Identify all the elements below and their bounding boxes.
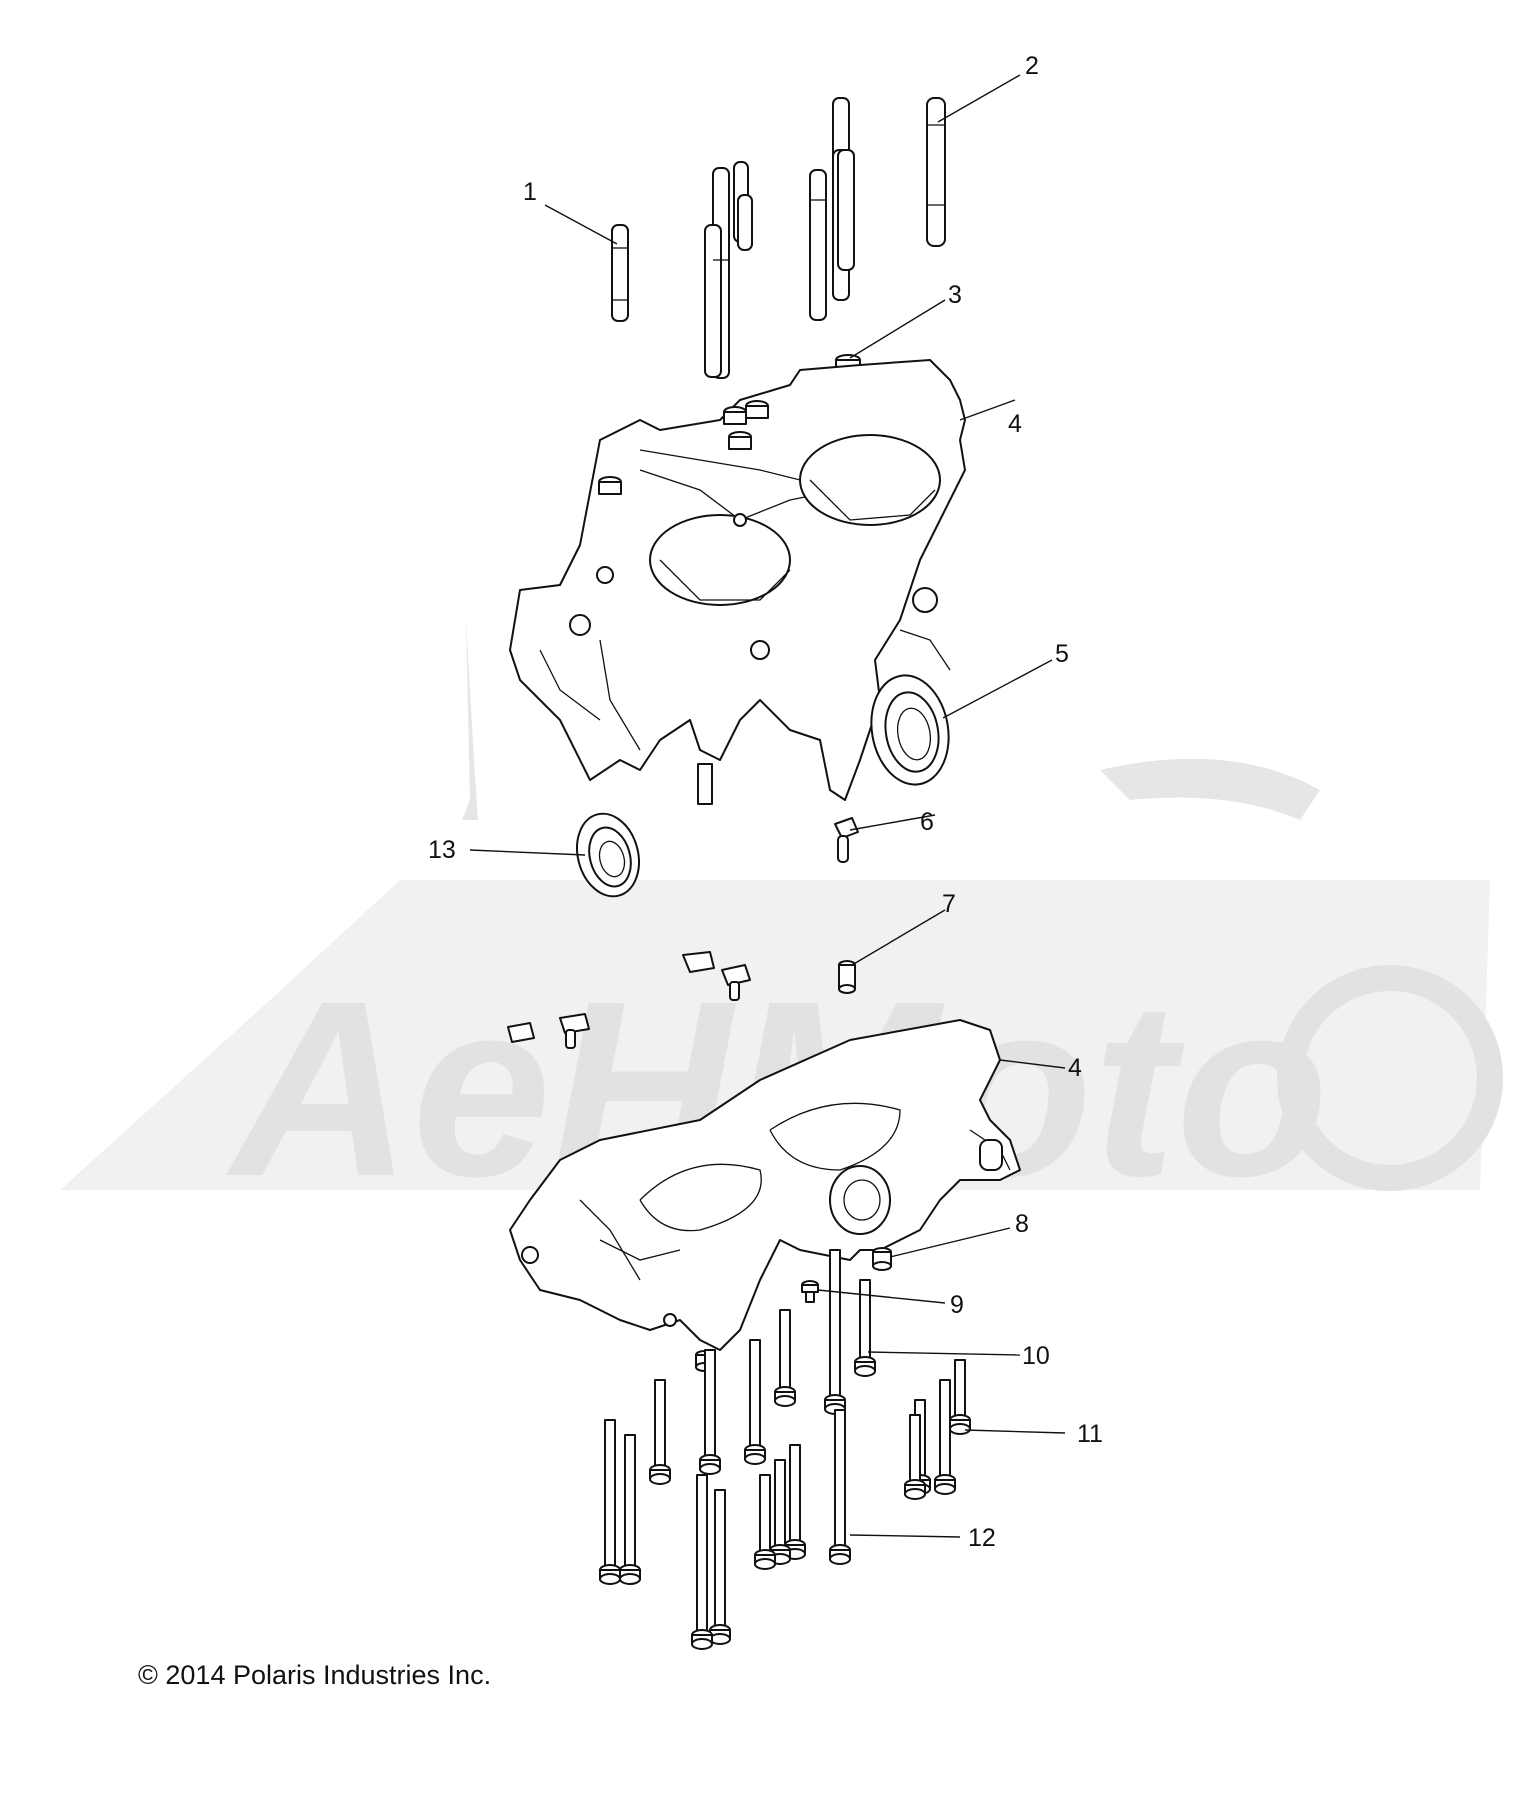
upper-crankcase[interactable] xyxy=(509,359,966,805)
seal-5[interactable] xyxy=(863,669,957,791)
label-2: 2 xyxy=(1025,52,1039,80)
label-5: 5 xyxy=(1055,640,1069,668)
copyright-notice: © 2014 Polaris Industries Inc. xyxy=(138,1660,492,1690)
label-6: 6 xyxy=(920,808,934,836)
label-8: 8 xyxy=(1015,1210,1029,1238)
label-4-upper: 4 xyxy=(1008,410,1022,438)
lower-crankcase[interactable] xyxy=(509,1019,1021,1351)
dowel-8[interactable] xyxy=(872,1247,892,1271)
label-4-lower: 4 xyxy=(1068,1054,1082,1082)
label-1: 1 xyxy=(523,178,537,206)
screw-9[interactable] xyxy=(801,1280,819,1303)
stud-group xyxy=(611,97,946,381)
dowel-7[interactable] xyxy=(838,960,856,994)
label-12: 12 xyxy=(968,1524,996,1552)
bolt-group[interactable] xyxy=(599,1249,971,1650)
fitting-group[interactable] xyxy=(507,951,751,1049)
callout-labels: 1 2 3 4 5 6 7 13 4 8 9 10 11 12 xyxy=(428,52,1103,1552)
label-9: 9 xyxy=(950,1291,964,1319)
stud-1[interactable] xyxy=(611,224,629,322)
label-13: 13 xyxy=(428,836,456,864)
label-11: 11 xyxy=(1077,1420,1103,1448)
fitting-6[interactable] xyxy=(834,817,859,863)
label-3: 3 xyxy=(948,281,962,309)
stud-cluster[interactable] xyxy=(704,97,946,379)
label-10: 10 xyxy=(1022,1342,1050,1370)
seal-13[interactable] xyxy=(568,807,648,904)
leader-lines xyxy=(469,74,1066,1538)
label-7: 7 xyxy=(942,890,956,918)
